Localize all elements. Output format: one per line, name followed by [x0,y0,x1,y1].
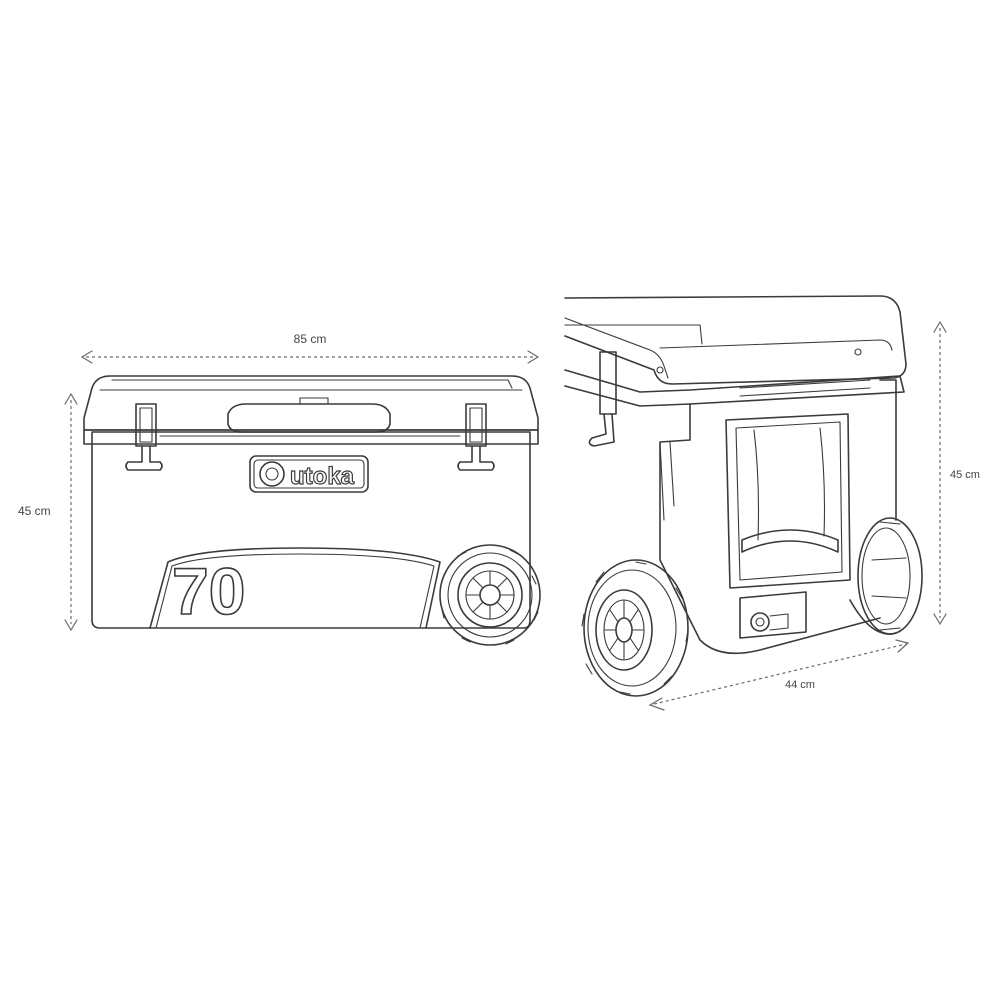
side-rear-wheel [849,517,923,635]
front-body-outline [91,431,531,629]
side-body-outline [659,403,881,655]
model-number-text: 70 [172,554,245,628]
front-height-label: 45 cm [18,504,51,518]
right-latch [457,403,495,471]
side-lid-outline [564,295,907,385]
front-view-cooler: utoka 70 [83,375,541,646]
front-width-dimension: 85 cm [80,332,540,364]
side-depth-dimension: 44 cm [648,639,910,711]
drain-plug [739,591,807,639]
front-height-dimension: 45 cm [18,392,78,632]
side-height-label: 45 cm [950,469,980,481]
side-carry-handle [725,413,851,589]
side-depth-label: 44 cm [785,679,815,691]
front-wheel [439,544,541,646]
front-handle [227,403,391,433]
side-latch [588,351,617,447]
side-height-dimension: 45 cm [933,320,980,626]
front-lid-outline [83,375,539,431]
side-view-cooler [564,295,923,697]
brand-logo-text: utoka [290,463,355,490]
front-width-label: 85 cm [294,332,327,346]
model-number-panel: 70 [149,547,441,629]
brand-badge: utoka [249,455,369,493]
side-front-wheel [581,559,689,697]
left-latch [125,403,163,471]
